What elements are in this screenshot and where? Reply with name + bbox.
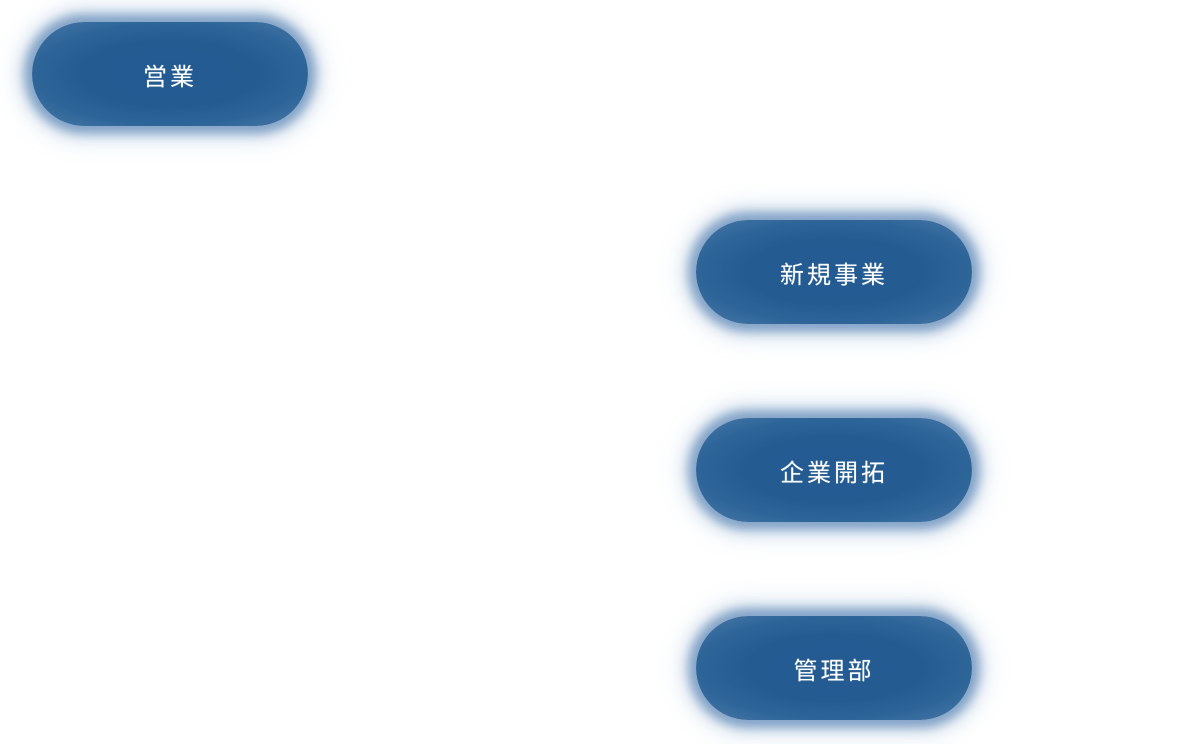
- corporate-development-node[interactable]: 企業開拓: [696, 418, 972, 522]
- corporate-development-label: 企業開拓: [780, 458, 888, 487]
- administration-label: 管理部: [793, 656, 875, 685]
- sales-node[interactable]: 営業: [32, 22, 308, 126]
- sales-label: 営業: [143, 62, 197, 91]
- administration-node[interactable]: 管理部: [696, 616, 972, 720]
- new-business-label: 新規事業: [780, 260, 888, 289]
- new-business-node[interactable]: 新規事業: [696, 220, 972, 324]
